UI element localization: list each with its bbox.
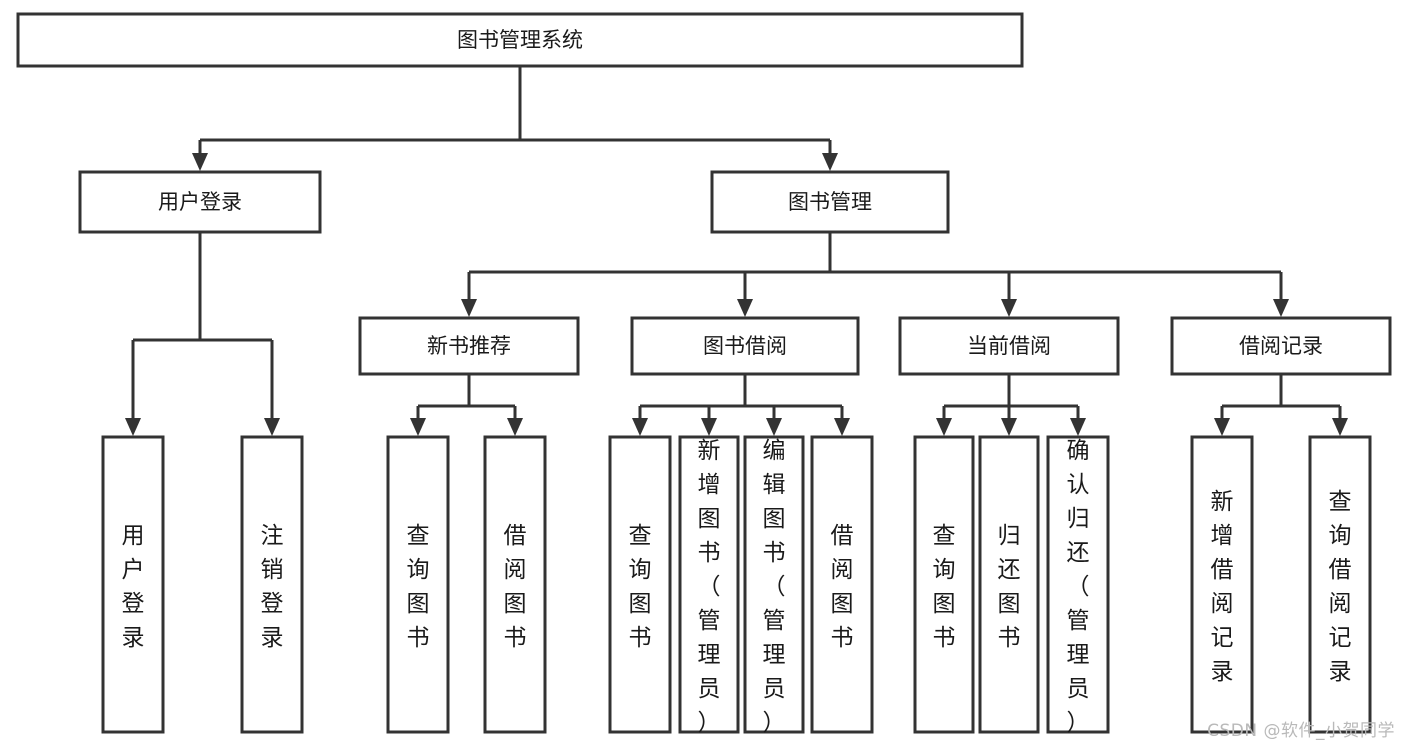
- node-label-l3_cb_return: 归还图书: [998, 523, 1021, 651]
- node-box-l3_nb_borrow[interactable]: [483, 435, 547, 734]
- node-label-l3_rc_query: 查询借阅记录: [1329, 489, 1352, 685]
- connector-group-l2_borrow: [632, 374, 850, 436]
- watermark-label: CSDN @软件_小贺同学: [1207, 721, 1395, 741]
- node-box-l3_bb_add[interactable]: [678, 435, 740, 734]
- node-l3_nb_borrow[interactable]: 借阅图书: [483, 435, 547, 734]
- node-label-l3_nb_borrow: 借阅图书: [504, 523, 527, 651]
- node-box-l3_rc_add[interactable]: [1190, 435, 1254, 734]
- node-l3_cb_confirm[interactable]: 确认归还（管理员）: [1046, 435, 1110, 736]
- node-l3_bb_borrow[interactable]: 借阅图书: [810, 435, 874, 734]
- node-label-l1_user: 用户登录: [158, 190, 242, 214]
- node-label-l3_bb_edit: 编辑图书（管理员）: [763, 438, 786, 736]
- node-box-l3_bb_borrow[interactable]: [810, 435, 874, 734]
- node-box-l2_current[interactable]: [898, 316, 1120, 376]
- node-box-l3_cb_return[interactable]: [978, 435, 1040, 734]
- connector-group-l2_newbook: [410, 374, 523, 436]
- node-label-l2_newbook: 新书推荐: [427, 334, 511, 358]
- node-box-l3_user_login[interactable]: [101, 435, 165, 734]
- node-l3_cb_return[interactable]: 归还图书: [978, 435, 1040, 734]
- node-label-root: 图书管理系统: [457, 28, 583, 52]
- node-box-l2_record[interactable]: [1170, 316, 1392, 376]
- node-l1_book[interactable]: 图书管理: [710, 170, 950, 234]
- node-l3_bb_query[interactable]: 查询图书: [608, 435, 672, 734]
- node-label-l3_cb_query: 查询图书: [933, 523, 956, 651]
- node-box-l3_bb_edit[interactable]: [743, 435, 805, 734]
- node-l2_borrow[interactable]: 图书借阅: [630, 316, 860, 376]
- connector-group-l2_current: [936, 374, 1086, 436]
- node-l2_newbook[interactable]: 新书推荐: [358, 316, 580, 376]
- node-l2_current[interactable]: 当前借阅: [898, 316, 1120, 376]
- node-l3_rc_add[interactable]: 新增借阅记录: [1190, 435, 1254, 734]
- node-l3_nb_query[interactable]: 查询图书: [386, 435, 450, 734]
- node-box-l3_cb_query[interactable]: [913, 435, 975, 734]
- node-l3_rc_query[interactable]: 查询借阅记录: [1308, 435, 1372, 734]
- node-box-l3_bb_query[interactable]: [608, 435, 672, 734]
- connector-group-l2_record: [1214, 374, 1348, 436]
- connector-layer: [125, 66, 1348, 436]
- node-root[interactable]: 图书管理系统: [16, 12, 1024, 68]
- node-label-l2_current: 当前借阅: [967, 334, 1051, 358]
- node-box-l2_borrow[interactable]: [630, 316, 860, 376]
- node-l3_user_login[interactable]: 用户登录: [101, 435, 165, 734]
- node-l3_bb_add[interactable]: 新增图书（管理员）: [678, 435, 740, 736]
- node-l2_record[interactable]: 借阅记录: [1170, 316, 1392, 376]
- node-box-l3_rc_query[interactable]: [1308, 435, 1372, 734]
- node-label-l3_cb_confirm: 确认归还（管理员）: [1067, 438, 1090, 736]
- node-label-l3_rc_add: 新增借阅记录: [1211, 489, 1234, 685]
- node-l3_bb_edit[interactable]: 编辑图书（管理员）: [743, 435, 805, 736]
- node-label-l2_record: 借阅记录: [1239, 334, 1323, 358]
- node-label-l3_bb_add: 新增图书（管理员）: [698, 438, 721, 736]
- connector-group-l1_book: [461, 232, 1289, 317]
- node-label-l3_bb_query: 查询图书: [629, 523, 652, 651]
- connector-group-root: [192, 66, 838, 171]
- node-box-l2_newbook[interactable]: [358, 316, 580, 376]
- node-l3_cb_query[interactable]: 查询图书: [913, 435, 975, 734]
- node-label-l3_nb_query: 查询图书: [407, 523, 430, 651]
- node-label-l2_borrow: 图书借阅: [703, 334, 787, 358]
- node-box-l3_nb_query[interactable]: [386, 435, 450, 734]
- node-l3_user_logout[interactable]: 注销登录: [240, 435, 304, 734]
- node-label-l1_book: 图书管理: [788, 190, 872, 214]
- node-label-l3_bb_borrow: 借阅图书: [831, 523, 854, 651]
- node-box-l1_book[interactable]: [710, 170, 950, 234]
- node-box-l1_user[interactable]: [78, 170, 322, 234]
- connector-group-l1_user: [125, 232, 280, 436]
- node-box-l3_user_logout[interactable]: [240, 435, 304, 734]
- node-layer: 图书管理系统用户登录图书管理新书推荐图书借阅当前借阅借阅记录用户登录注销登录查询…: [16, 12, 1392, 736]
- node-box-root[interactable]: [16, 12, 1024, 68]
- node-box-l3_cb_confirm[interactable]: [1046, 435, 1110, 734]
- node-label-l3_user_login: 用户登录: [122, 523, 145, 651]
- node-l1_user[interactable]: 用户登录: [78, 170, 322, 234]
- node-label-l3_user_logout: 注销登录: [261, 523, 284, 651]
